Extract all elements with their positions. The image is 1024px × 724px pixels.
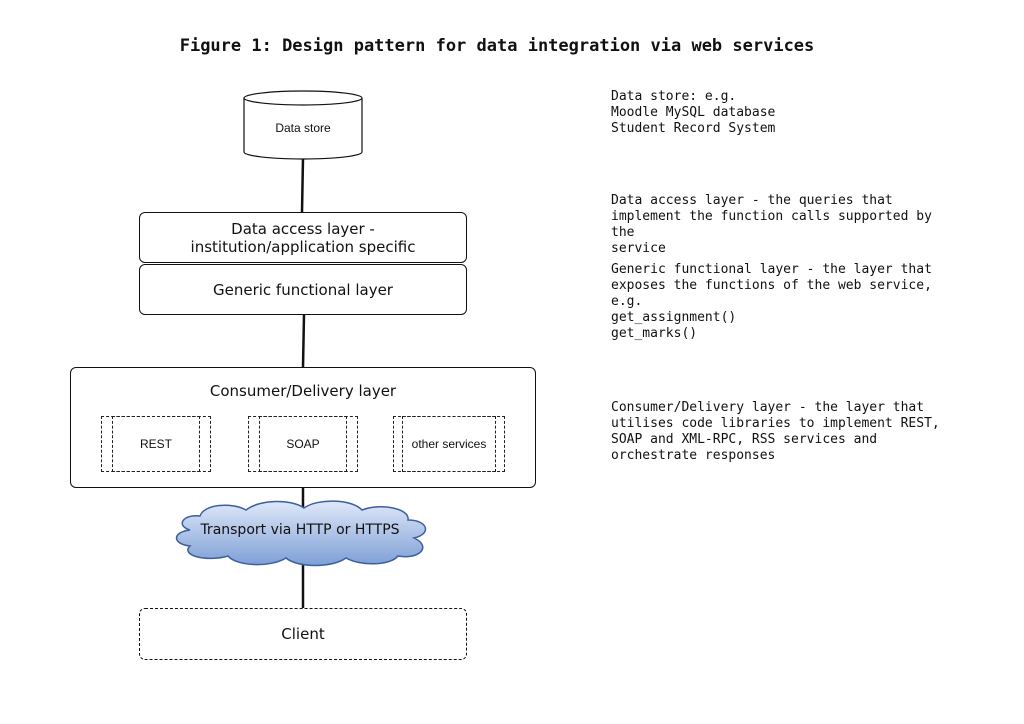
- client-box: Client: [139, 608, 467, 660]
- note-generic-functional: Generic functional layer - the layer tha…: [611, 262, 941, 342]
- client-label: Client: [281, 625, 325, 643]
- note-line: Generic functional layer - the layer tha…: [611, 262, 932, 277]
- generic-functional-layer-box: Generic functional layer: [139, 264, 467, 315]
- connector-generic-consumer: [301, 314, 306, 368]
- note-line: orchestrate responses: [611, 448, 776, 463]
- note-line: implement the function calls supported b…: [611, 209, 932, 240]
- transport-label: Transport via HTTP or HTTPS: [200, 522, 400, 538]
- soap-service-label: SOAP: [286, 437, 320, 451]
- transport-cloud: [175, 500, 427, 567]
- note-line: get_marks(): [611, 326, 698, 341]
- note-line: Consumer/Delivery layer - the layer that: [611, 400, 925, 415]
- note-line: SOAP and XML-RPC, RSS services and: [611, 432, 878, 447]
- data-access-layer-label: Data access layer - institution/applicat…: [190, 219, 416, 256]
- connector-store-access: [300, 157, 305, 213]
- note-data-store: Data store: e.g. Moodle MySQL database S…: [611, 89, 941, 137]
- note-line: Moodle MySQL database: [611, 105, 776, 120]
- consumer-delivery-layer-label: Consumer/Delivery layer: [209, 382, 397, 400]
- rest-service-label: REST: [139, 437, 172, 451]
- note-line: Student Record System: [611, 121, 776, 136]
- data-store-cylinder: [243, 90, 363, 160]
- data-store-label: Data store: [275, 121, 331, 135]
- note-consumer-delivery: Consumer/Delivery layer - the layer that…: [611, 400, 941, 464]
- other-services-box: other services: [393, 416, 505, 472]
- note-line: get_assignment(): [611, 310, 737, 325]
- note-line: service: [611, 241, 666, 256]
- note-data-access: Data access layer - the queries that imp…: [611, 193, 941, 257]
- soap-service-box: SOAP: [248, 416, 358, 472]
- note-line: exposes the functions of the web service…: [611, 278, 932, 309]
- note-line: utilises code libraries to implement RES…: [611, 416, 940, 431]
- generic-functional-layer-label: Generic functional layer: [213, 280, 393, 299]
- figure-title: Figure 1: Design pattern for data integr…: [179, 36, 815, 56]
- note-line: Data access layer - the queries that: [611, 193, 893, 208]
- other-services-label: other services: [411, 437, 487, 451]
- consumer-delivery-layer-box: Consumer/Delivery layer REST SOAP other …: [70, 367, 536, 488]
- data-access-layer-box: Data access layer - institution/applicat…: [139, 212, 467, 263]
- note-line: Data store: e.g.: [611, 89, 737, 104]
- rest-service-box: REST: [101, 416, 211, 472]
